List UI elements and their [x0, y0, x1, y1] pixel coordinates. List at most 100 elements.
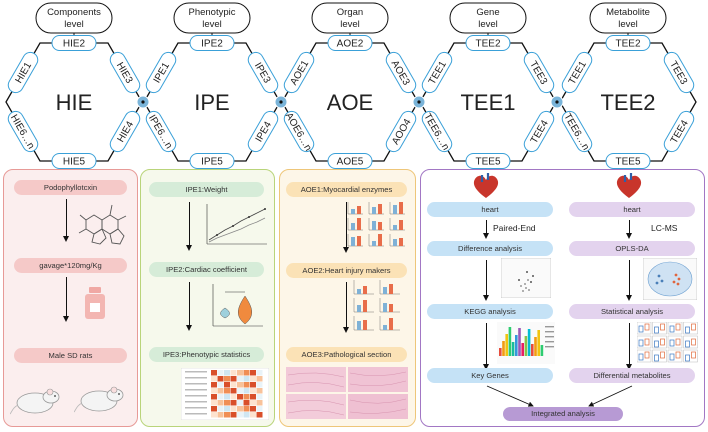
hexagon-bottom-node: AOE5: [327, 153, 373, 169]
box: [675, 351, 681, 359]
heatmap-cell: [250, 382, 256, 388]
hexagon-top-node: IPE2: [189, 35, 235, 51]
omics-panel: heart Paired-End Difference analysis KEG…: [420, 169, 705, 427]
bar: [383, 303, 387, 312]
heatmap-cell: [230, 406, 237, 412]
rat-icon: [74, 386, 124, 413]
heatmap-cell: [250, 370, 256, 376]
heatmap-cell: [237, 400, 243, 406]
hexagon-bottom-node: TEE5: [465, 153, 511, 169]
bar: [378, 234, 382, 246]
heatmap-cell: [243, 376, 250, 382]
panel2-step-3: IPE3:Phenotypic statistics: [149, 347, 264, 362]
bar: [399, 238, 403, 246]
heatmap-cell: [256, 394, 263, 400]
bar: [389, 304, 393, 312]
connector-node: [550, 95, 564, 109]
level-header-line2: level: [202, 19, 222, 30]
heatmap-cell: [230, 388, 237, 394]
myocardial-enzyme-bar-charts: [347, 202, 405, 247]
metabolite-step-oplsda: OPLS-DA: [569, 241, 695, 256]
level-header-line1: Components: [47, 7, 101, 18]
heatmap-row-label: [185, 377, 207, 379]
bar: [357, 305, 361, 312]
heatmap-cell: [243, 406, 250, 412]
hexagon-top-node: HIE2: [51, 35, 97, 51]
heatmap-cell: [211, 412, 217, 418]
bar: [527, 329, 531, 356]
svg-text:IPE5: IPE5: [201, 157, 223, 168]
connector-node: [274, 95, 288, 109]
heatmap-cell: [224, 412, 230, 418]
heatmap-cell: [237, 406, 243, 412]
heatmap-cell: [230, 412, 237, 418]
bar: [502, 341, 505, 356]
box: [669, 325, 675, 333]
box: [691, 323, 696, 331]
pathological-section-images: [286, 367, 408, 419]
arrow-down-icon: [626, 323, 632, 370]
heatmap-cell: [237, 376, 243, 382]
svg-text:TEE2: TEE2: [615, 39, 640, 50]
heatmap-cell: [237, 370, 243, 376]
heatmap-cell: [230, 394, 237, 400]
svg-text:AOE2: AOE2: [337, 39, 364, 50]
bar: [399, 220, 403, 230]
bar: [357, 236, 361, 246]
box: [685, 354, 690, 362]
hexagon-lower-right-node: TEE4: [523, 110, 555, 153]
heatmap-row-label: [185, 395, 207, 397]
bar: [393, 225, 397, 230]
heatmap-cell: [211, 400, 217, 406]
bar: [389, 284, 393, 294]
gene-step-kegg: KEGG analysis: [427, 304, 553, 319]
box: [675, 338, 681, 346]
bar: [505, 334, 508, 356]
box: [691, 351, 696, 359]
hexagon-center-label: IPE: [194, 90, 229, 115]
cardiac-coefficient-violin-plot: [212, 284, 263, 327]
box: [669, 339, 675, 347]
bar: [363, 286, 367, 294]
bar: [537, 330, 540, 356]
arrow-down-icon: [483, 220, 489, 239]
panel1-step-2: gavage*120mg/Kg: [14, 258, 127, 273]
heatmap-cell: [250, 376, 256, 382]
heatmap-cell: [237, 388, 243, 394]
phenotypic-heatmap: [181, 368, 269, 420]
organ-panel: AOE1:Myocardial enzymes AOE2:Heart injur…: [279, 169, 416, 427]
heatmap-cell: [217, 376, 224, 382]
panel3-step-3: AOE3:Pathological section: [286, 347, 407, 362]
box: [644, 323, 650, 331]
svg-text:HIE2: HIE2: [63, 39, 86, 50]
hexagon-bottom-node: IPE5: [189, 153, 235, 169]
svg-text:TEE5: TEE5: [475, 157, 500, 168]
heatmap-cell: [211, 370, 217, 376]
svg-text:TEE5: TEE5: [615, 157, 640, 168]
bar: [389, 318, 393, 330]
bar: [511, 342, 515, 356]
heatmap-cell: [217, 406, 224, 412]
bar: [508, 327, 512, 356]
bar: [378, 204, 382, 214]
volcano-plot: [501, 258, 551, 298]
level-header-line1: Metabolite: [606, 7, 650, 18]
box: [638, 339, 644, 347]
hexagon-center-label: HIE: [56, 90, 93, 115]
level-header-line2: level: [618, 19, 638, 30]
connector-node: [412, 95, 426, 109]
bar: [351, 237, 355, 246]
heatmap-cell: [256, 400, 263, 406]
medicine-bottle-icon: [85, 287, 105, 319]
heatmap-cell: [243, 382, 250, 388]
heatmap-cell: [256, 388, 263, 394]
bar: [357, 218, 361, 230]
heatmap-cell: [217, 400, 224, 406]
gene-step-heart: heart: [427, 202, 553, 217]
heatmap-cell: [217, 370, 224, 376]
heatmap-row-label: [185, 389, 207, 391]
box: [638, 353, 644, 361]
arrow-down-icon: [483, 323, 489, 370]
bar: [372, 221, 376, 230]
